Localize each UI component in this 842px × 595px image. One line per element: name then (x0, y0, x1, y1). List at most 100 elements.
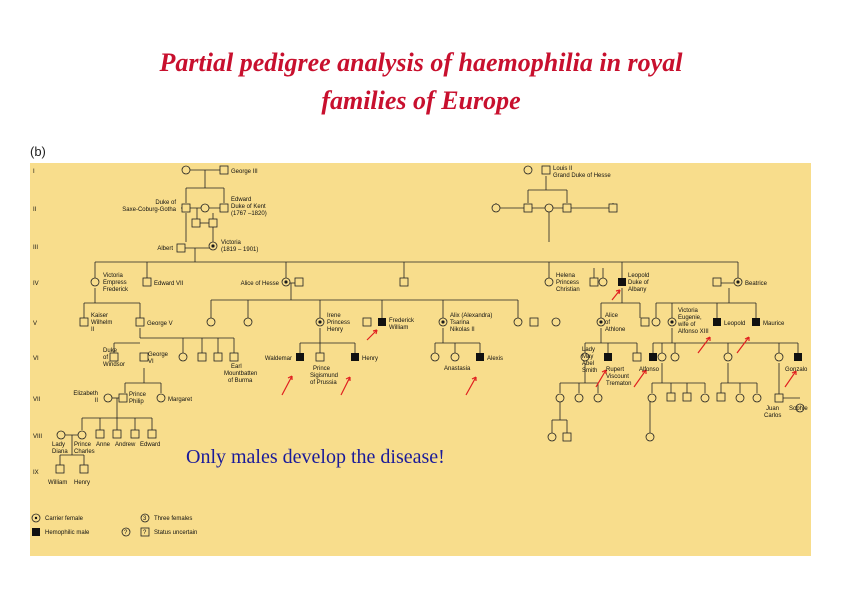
arrow-8 (697, 336, 711, 354)
label-irene-a: Irene (327, 313, 341, 319)
label-sigismund-b: Sigismund (310, 373, 338, 379)
label-frederick-b: William (389, 325, 408, 331)
legend-uncertain-square (140, 527, 150, 537)
arrow-2 (366, 329, 378, 341)
hemophilic-male-symbols (296, 278, 802, 361)
carrier-female-symbols (208, 241, 743, 327)
legend-uncertain-q1: ? (124, 530, 128, 536)
label-juan-b: Carlos (764, 413, 781, 419)
label-juan-a: Juan (766, 406, 779, 412)
label-helena-c: Christian (556, 287, 580, 293)
uncertain-symbols (430, 317, 680, 442)
arrow-10 (784, 370, 797, 388)
label-earl-b: Mountbatten (224, 371, 257, 377)
gen-label-7: VII (33, 397, 41, 403)
label-gen8-edward: Edward (140, 442, 160, 448)
person-labels: George III Louis II Grand Duke of Hesse … (48, 166, 808, 486)
label-leopold-c: Albany (628, 287, 646, 293)
label-alice-athlone-b: of (605, 320, 610, 326)
label-saxe-a: Duke of (155, 200, 176, 206)
label-albert: Albert (157, 246, 173, 252)
label-victoria-b: (1819 – 1901) (221, 247, 258, 253)
label-sigismund-c: of Prussia (310, 380, 337, 386)
arrow-5 (465, 376, 477, 396)
label-george6-a: George (148, 352, 169, 358)
label-william: William (48, 480, 67, 486)
page-title-line-2: families of Europe (321, 86, 521, 115)
generation-labels: I II III IV V VI VII VIII IX (33, 169, 42, 476)
label-sophie: Sophie (789, 406, 808, 412)
legend-three-symbol (140, 513, 150, 523)
label-irene-c: Henry (327, 327, 343, 333)
label-windsor-a: Duke (103, 348, 118, 354)
label-gen8-charles: Charles (74, 449, 95, 455)
pedigree-lines (59, 169, 800, 465)
label-edward-a: Edward (231, 197, 251, 203)
label-helena-b: Princess (556, 280, 579, 286)
male-symbols (55, 165, 784, 474)
label-earl-a: Earl (231, 364, 242, 370)
pedigree-panel (30, 163, 811, 556)
label-maurice: Maurice (763, 321, 785, 327)
label-kaiser-a: Kaiser (91, 313, 108, 319)
label-louis2-a: Louis II (553, 166, 573, 172)
label-lady-may-b: May (582, 354, 593, 360)
label-alix-b: Tsarina (450, 320, 470, 326)
label-vic-eugenie-a: Victoria (678, 308, 699, 314)
gen-label-4: IV (33, 281, 39, 287)
label-kaiser-c: II (91, 327, 95, 333)
legend-carrier-label: Carrier female (45, 516, 84, 522)
annotation-note: Only males develop the disease! (186, 446, 445, 468)
label-windsor-c: Windsor (103, 362, 125, 368)
label-philip-b: Philip (129, 399, 144, 405)
legend-uncertain-q2: ? (143, 530, 147, 536)
arrow-6 (595, 369, 607, 388)
gen-label-1: I (33, 169, 35, 175)
label-george3: George III (231, 169, 258, 175)
label-george5: George V (147, 321, 173, 327)
panel-label: (b) (30, 144, 46, 159)
label-irene-b: Princess (327, 320, 350, 326)
gen-label-5: V (33, 321, 37, 327)
label-vic-empress-a: Victoria (103, 273, 124, 279)
label-vic-empress-b: Empress (103, 280, 127, 286)
label-lady-may-c: Abel (582, 361, 594, 367)
label-beatrice: Beatrice (745, 281, 768, 287)
label-george6-b: VI (148, 359, 154, 365)
label-gen8-andrew: Andrew (115, 442, 136, 448)
label-saxe-b: Saxe-Coburg-Gotha (122, 207, 176, 213)
label-alix-c: Nikolas II (450, 327, 475, 333)
label-margaret: Margaret (168, 397, 192, 403)
label-rupert-b: Viscount (606, 374, 629, 380)
label-rupert-c: Trematon (606, 381, 631, 387)
label-gonzalo: Gonzalo (785, 367, 808, 373)
red-arrows (281, 289, 797, 396)
label-louis2-b: Grand Duke of Hesse (553, 173, 611, 179)
legend-uncertain-label: Status uncertain (154, 530, 197, 536)
arrow-1 (611, 289, 621, 301)
legend-three-label: Three females (154, 516, 192, 522)
arrow-3 (281, 375, 293, 396)
label-elizabeth-b: II (95, 398, 99, 404)
label-victoria-a: Victoria (221, 240, 242, 246)
label-lady-may-d: Smith (582, 368, 597, 374)
label-alix-a: Alix (Alexandra) (450, 313, 492, 319)
label-alice-athlone-c: Athlone (605, 327, 626, 333)
label-helena-a: Helena (556, 273, 576, 279)
label-rupert-a: Rupert (606, 367, 624, 373)
label-gen8-diana: Diana (52, 449, 68, 455)
label-gen8-prince: Prince (74, 442, 92, 448)
label-alexis: Alexis (487, 356, 503, 362)
label-philip-a: Prince (129, 392, 147, 398)
arrow-7 (633, 369, 647, 388)
legend: Carrier female Hemophilic male 3 Three f… (31, 513, 197, 537)
arrow-4 (340, 376, 351, 396)
legend-hemophilic-label: Hemophilic male (45, 530, 90, 536)
label-waldemar: Waldemar (265, 356, 292, 362)
label-alfonso: Alfonso (639, 367, 660, 373)
label-windsor-b: of (103, 355, 108, 361)
label-sigismund-a: Prince (313, 366, 331, 372)
arrow-9 (736, 336, 750, 354)
legend-uncertain-circle (121, 527, 131, 537)
